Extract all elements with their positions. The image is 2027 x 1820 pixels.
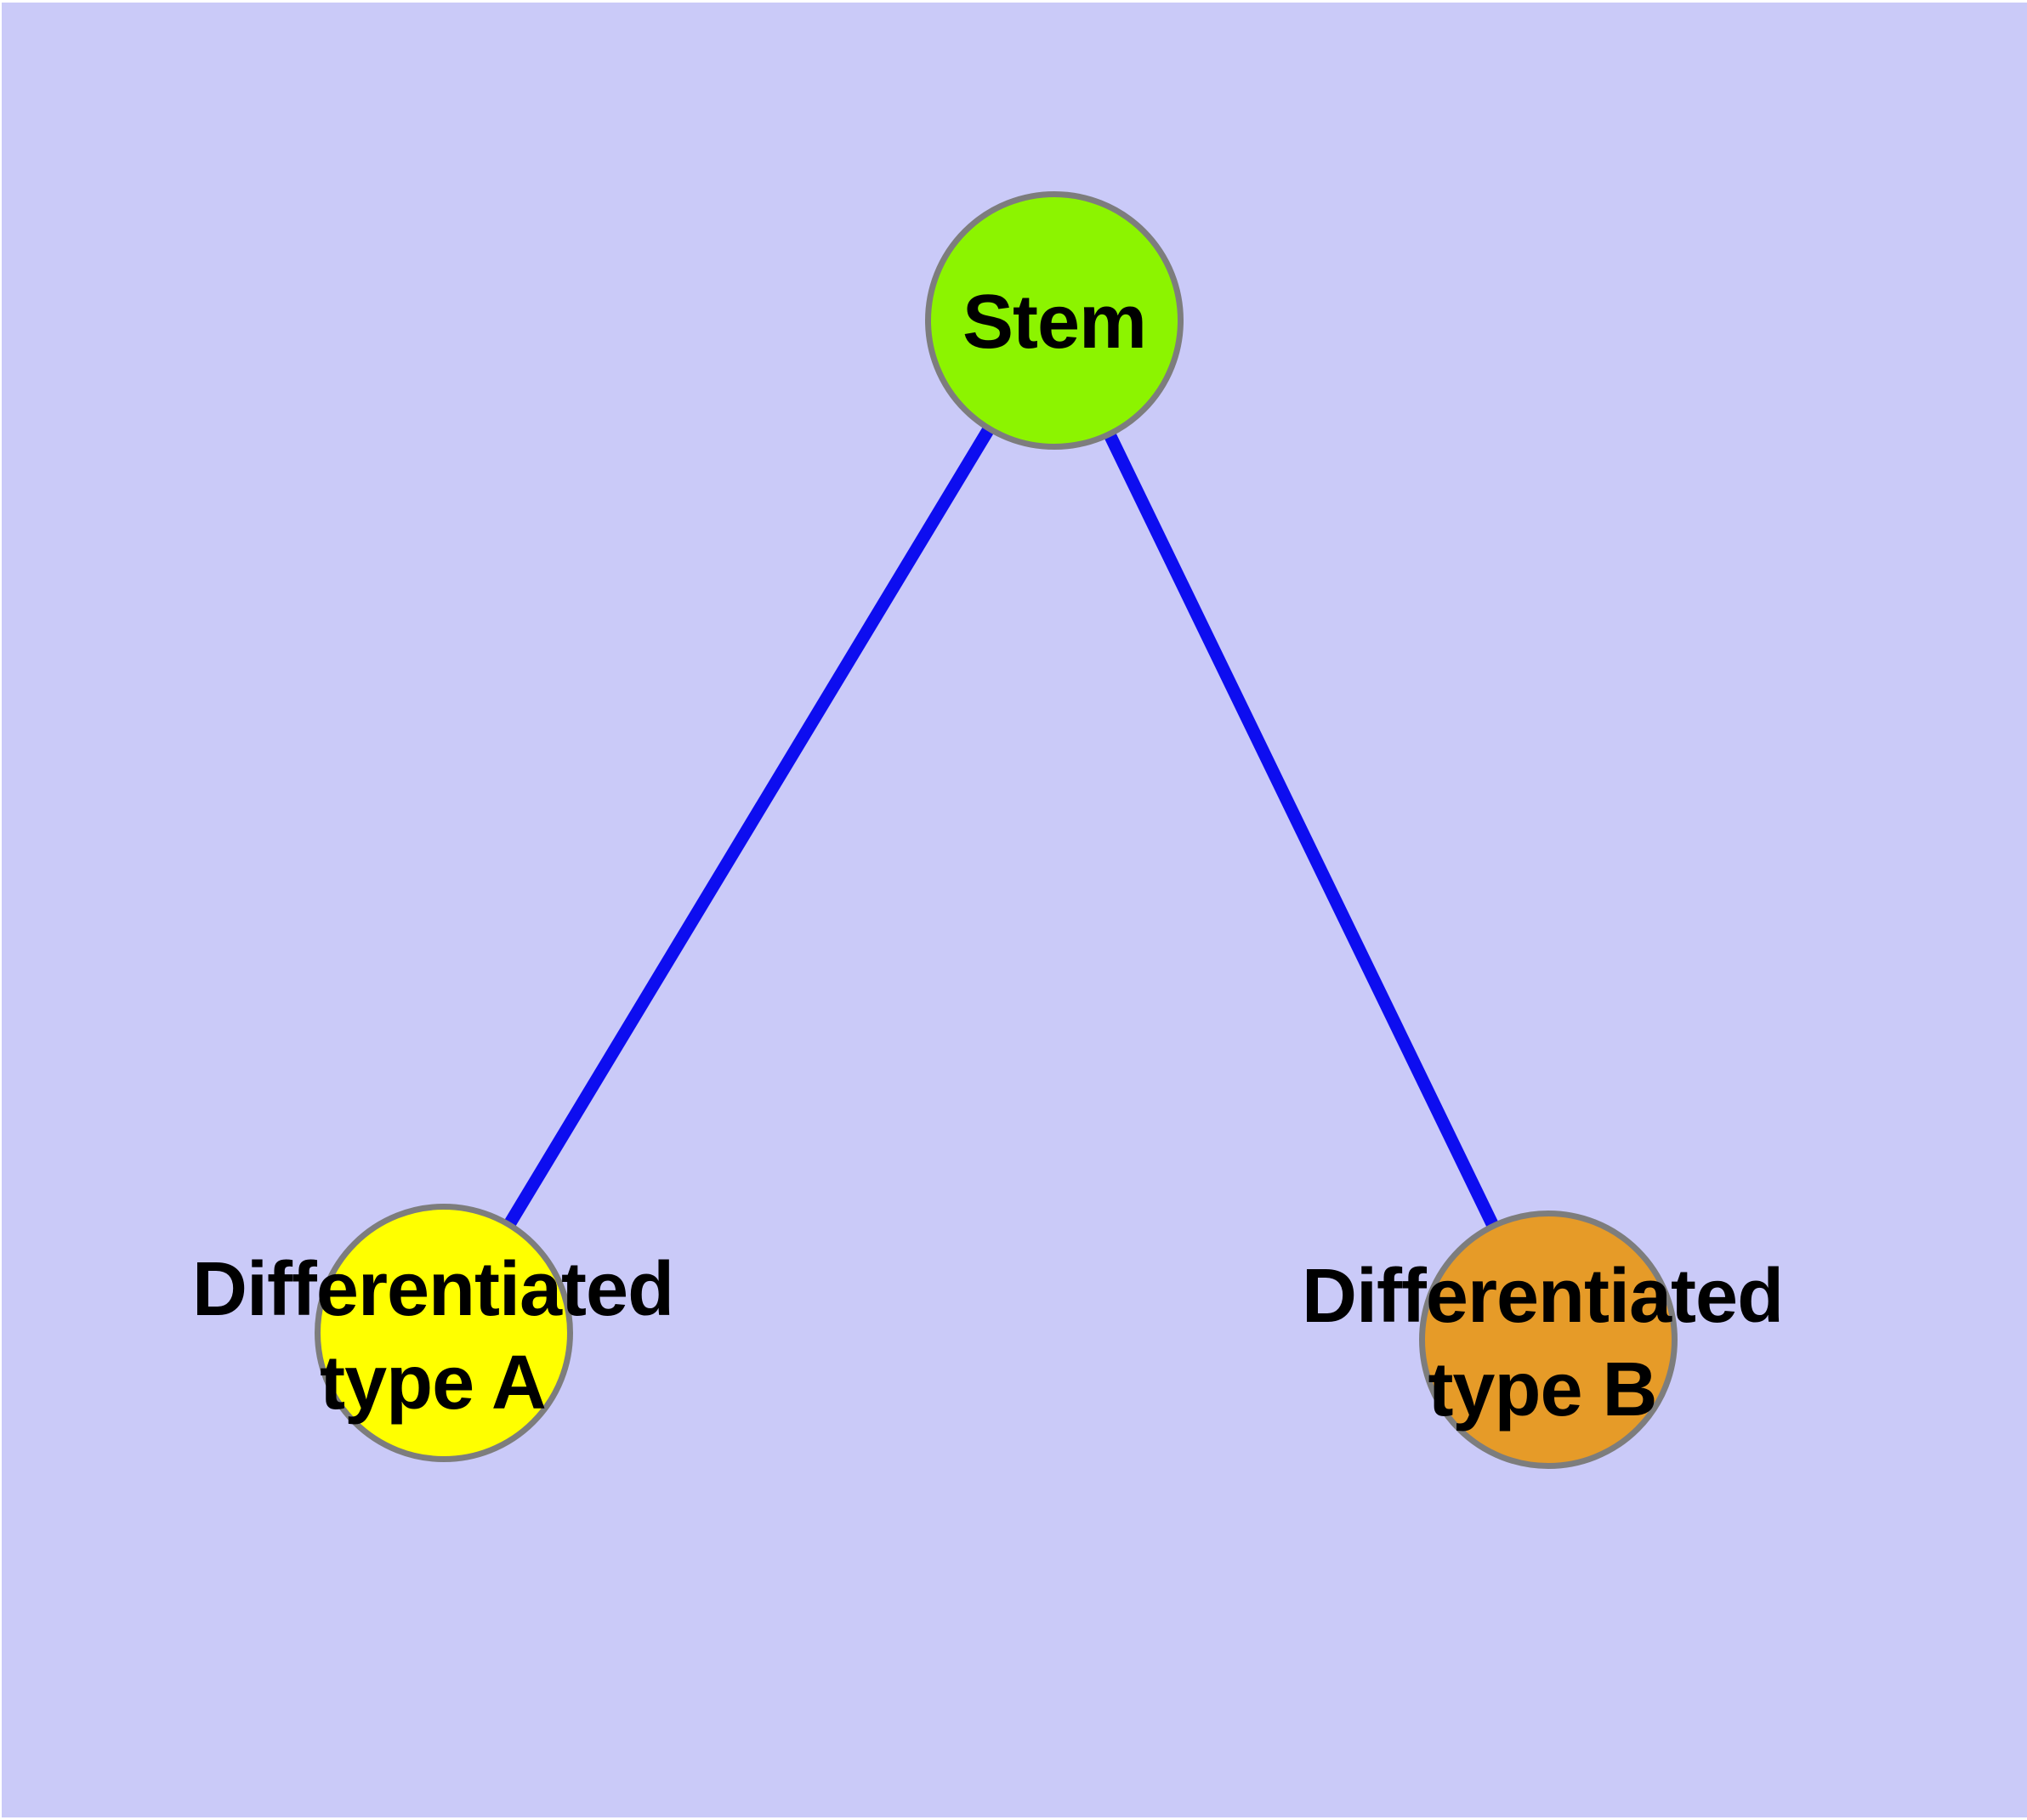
edges-layer xyxy=(438,317,1554,1343)
node-differentiated-type-b-label: Differentiated type B xyxy=(1301,1250,1784,1437)
node-a-label-line2: type A xyxy=(320,1341,547,1426)
edge-stem-to-type-a xyxy=(438,317,1060,1336)
node-stem[interactable] xyxy=(925,191,1184,450)
edge-stem-to-type-b xyxy=(1048,317,1554,1343)
node-differentiated-type-a-label: Differentiated type A xyxy=(191,1243,674,1430)
node-b-label-line2: type B xyxy=(1428,1347,1657,1432)
node-a-label-line1: Differentiated xyxy=(191,1247,674,1332)
node-differentiated-type-a[interactable] xyxy=(315,1204,573,1462)
node-differentiated-type-b[interactable] xyxy=(1419,1210,1678,1469)
node-stem-label: Stem xyxy=(962,275,1147,369)
node-stem-label-line1: Stem xyxy=(962,280,1147,365)
node-b-label-line1: Differentiated xyxy=(1301,1254,1784,1339)
